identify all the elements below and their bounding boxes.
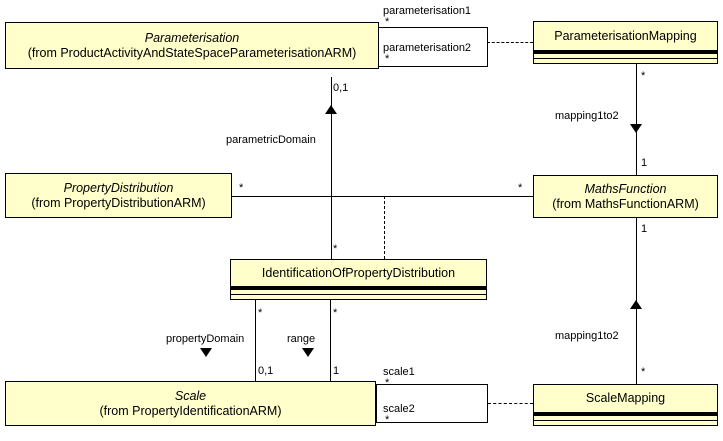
multiplicity-scale2: * (385, 414, 390, 426)
connector-mapping1to2-top (636, 64, 637, 176)
compartment-separator (231, 286, 486, 289)
class-identification-of-property-distribution-name: IdentificationOfPropertyDistribution (261, 265, 456, 280)
role-label-parameterisation2: parameterisation2 (383, 42, 472, 54)
connector-scale-mapping-dashed (488, 403, 533, 404)
role-label-mapping1to2-top: mapping1to2 (555, 110, 619, 122)
class-parameterisation-mapping-name: ParameterisationMapping (554, 28, 697, 43)
multiplicity-range-scale: 1 (333, 365, 340, 377)
class-identification-of-property-distribution-name-compartment: IdentificationOfPropertyDistribution (231, 260, 486, 286)
class-scale-mapping-name: ScaleMapping (585, 391, 666, 405)
compartment-separator (534, 50, 717, 53)
class-maths-function-package: (from MathsFunctionARM) (552, 196, 699, 211)
class-parameterisation-package: (from ProductActivityAndStateSpaceParame… (27, 45, 357, 60)
class-property-distribution-package: (from PropertyDistributionARM) (31, 195, 206, 210)
multiplicity-maths-function-bottom: 1 (641, 223, 648, 235)
role-label-range: range (287, 333, 316, 345)
multiplicity-parameterisation-mapping: * (641, 70, 646, 82)
class-scale-name: Scale (174, 388, 207, 403)
role-label-property-domain: propertyDomain (166, 333, 245, 345)
role-label-scale2: scale2 (383, 403, 415, 415)
class-property-distribution-name: PropertyDistribution (63, 180, 174, 195)
connector-property-distribution-maths-function (232, 196, 533, 197)
navigation-arrow-mapping1to2-top-icon (630, 124, 642, 133)
attributes-compartment (534, 53, 717, 58)
multiplicity-parametric-domain: 0,1 (333, 82, 349, 94)
multiplicity-property-domain-scale: 0,1 (258, 365, 274, 377)
class-parameterisation-mapping[interactable]: ParameterisationMapping (533, 21, 718, 64)
role-label-parametric-domain: parametricDomain (226, 134, 316, 146)
association-box-scale (376, 384, 488, 423)
multiplicity-maths-function-left: * (518, 182, 523, 194)
navigation-arrow-range-icon (302, 348, 314, 357)
multiplicity-maths-function-top: 1 (641, 157, 648, 169)
multiplicity-scale1: * (385, 377, 390, 389)
operations-compartment (534, 420, 717, 425)
multiplicity-scale-mapping: * (641, 366, 646, 378)
class-scale-mapping[interactable]: ScaleMapping (533, 384, 718, 426)
class-identification-of-property-distribution[interactable]: IdentificationOfPropertyDistribution (230, 259, 487, 300)
connector-identification-association-dashed (384, 196, 385, 259)
connector-property-domain (255, 300, 256, 381)
class-maths-function-name: MathsFunction (584, 181, 667, 196)
connector-range (330, 300, 331, 381)
multiplicity-property-distribution: * (239, 182, 244, 194)
class-parameterisation-name: Parameterisation (144, 30, 240, 45)
multiplicity-parameterisation2: * (385, 53, 390, 65)
class-parameterisation[interactable]: Parameterisation (from ProductActivityAn… (5, 22, 379, 69)
operations-compartment (231, 294, 486, 299)
class-parameterisation-mapping-name-compartment: ParameterisationMapping (534, 22, 717, 50)
multiplicity-identification-property-domain: * (258, 307, 263, 319)
class-parameterisation-name-compartment: Parameterisation (from ProductActivityAn… (6, 23, 378, 68)
navigation-arrow-property-domain-icon (200, 348, 212, 357)
attributes-compartment (534, 415, 717, 420)
role-label-parameterisation1: parameterisation1 (383, 5, 472, 17)
connector-parameterisation-mapping-dashed (487, 42, 533, 43)
operations-compartment (534, 58, 717, 63)
class-scale-mapping-name-compartment: ScaleMapping (534, 385, 717, 412)
multiplicity-identification-range: * (333, 307, 338, 319)
multiplicity-parameterisation1: * (385, 16, 390, 28)
class-scale-package: (from PropertyIdentificationARM) (99, 403, 282, 418)
attributes-compartment (231, 289, 486, 294)
class-scale[interactable]: Scale (from PropertyIdentificationARM) (5, 381, 376, 426)
navigation-arrow-mapping1to2-bottom-icon (630, 300, 642, 309)
association-box-parameterisation (378, 27, 488, 67)
multiplicity-identification-top: * (333, 243, 338, 255)
class-scale-name-compartment: Scale (from PropertyIdentificationARM) (6, 382, 375, 425)
class-maths-function[interactable]: MathsFunction (from MathsFunctionARM) (533, 175, 718, 218)
connector-parametric-domain (331, 77, 332, 259)
class-property-distribution[interactable]: PropertyDistribution (from PropertyDistr… (5, 173, 232, 218)
compartment-separator (534, 412, 717, 415)
role-label-mapping1to2-bottom: mapping1to2 (555, 330, 619, 342)
class-maths-function-name-compartment: MathsFunction (from MathsFunctionARM) (534, 176, 717, 217)
class-property-distribution-name-compartment: PropertyDistribution (from PropertyDistr… (6, 174, 231, 217)
navigation-arrow-parametric-domain-icon (325, 105, 337, 114)
role-label-scale1: scale1 (383, 366, 415, 378)
